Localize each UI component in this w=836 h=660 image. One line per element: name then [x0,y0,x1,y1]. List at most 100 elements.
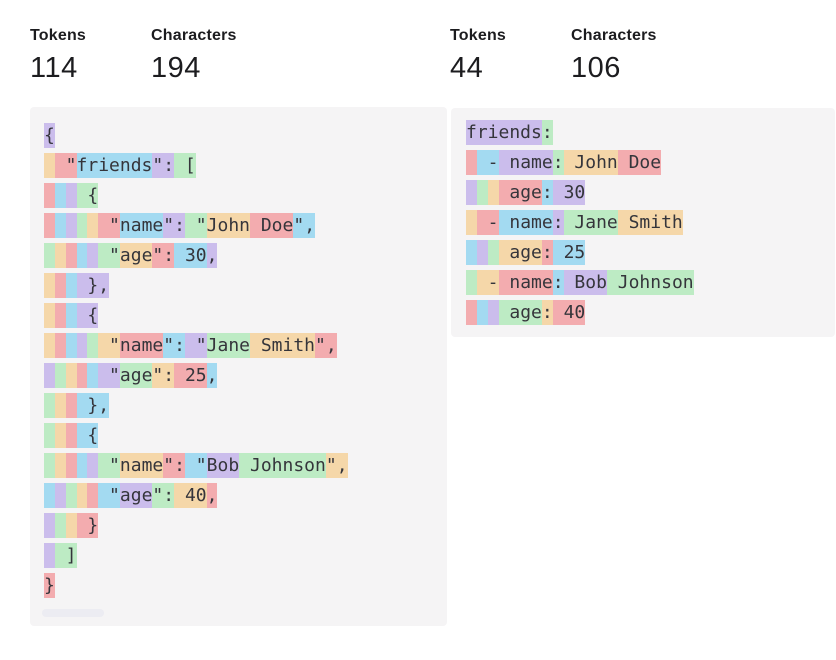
token: name [119,333,164,358]
tokens-label: Tokens [450,27,507,44]
yaml-token-box: friends: - name: John Doe age: 30 - name… [451,108,835,337]
token: name [498,150,553,175]
token: Jane [206,333,250,358]
token: ": [152,243,175,268]
token: " [98,213,120,238]
token: age [119,483,153,508]
yaml-tokens-stat: Tokens 44 [450,27,571,85]
token [65,303,77,328]
token: Smith [250,333,316,358]
token: , [206,483,218,508]
token: John [206,213,250,238]
token [65,183,77,208]
token: " [98,363,120,388]
token: [ [174,153,196,178]
token: { [44,123,55,148]
token [44,363,55,388]
characters-value: 106 [571,52,621,84]
yaml-panel-stats: Tokens 44 Characters 106 [450,27,692,85]
token [44,303,55,328]
token [65,273,77,298]
token [44,213,55,238]
token [54,363,66,388]
token [487,180,499,205]
token [65,363,77,388]
token [54,273,66,298]
token [466,300,477,325]
token: Doe [617,150,662,175]
token [54,333,66,358]
token: " [54,153,77,178]
token [54,513,66,538]
token: " [98,333,120,358]
token [487,240,499,265]
token [65,453,77,478]
token: ", [293,213,316,238]
token: - [476,210,499,235]
json-panel-stats: Tokens 114 Characters 194 [30,27,272,85]
token: " [184,453,207,478]
token [44,333,55,358]
token [65,483,77,508]
tokens-value: 114 [30,52,78,84]
token: name [498,210,553,235]
token [76,243,88,268]
characters-value: 194 [151,52,201,84]
token: 25 [552,240,586,265]
token [44,393,55,418]
token [87,363,99,388]
token [54,393,66,418]
token [65,213,77,238]
token [65,243,77,268]
token: " [98,453,120,478]
token: : [552,210,564,235]
token: 40 [552,300,586,325]
token: Bob [206,453,240,478]
token [44,453,55,478]
token: Smith [617,210,683,235]
token: name [119,213,164,238]
token: Bob [563,270,607,295]
token: name [498,270,553,295]
token: " [184,333,207,358]
token: age [498,240,542,265]
characters-label: Characters [151,27,237,44]
token: - [476,270,499,295]
token [76,483,88,508]
yaml-characters-stat: Characters 106 [571,27,692,85]
token: { [76,183,99,208]
token: }, [76,393,110,418]
token [65,393,77,418]
scrollbar-thumb[interactable] [42,609,104,617]
token: friends [466,120,542,145]
token [87,453,99,478]
token: , [206,243,218,268]
token: } [76,513,99,538]
token [466,180,477,205]
token [54,423,66,448]
token: : [552,150,564,175]
token: 30 [552,180,586,205]
token [466,150,477,175]
token: ": [152,363,175,388]
token [44,273,55,298]
token [76,363,88,388]
token [44,183,55,208]
token: ": [152,153,175,178]
token: " [98,483,120,508]
token: " [98,243,120,268]
token [54,243,66,268]
token: age [119,243,153,268]
token: ", [315,333,337,358]
token: " [184,213,207,238]
token [44,423,55,448]
token: { [76,423,99,448]
token: Johnson [239,453,326,478]
token: }, [76,273,110,298]
token [44,483,55,508]
token [87,213,99,238]
token [476,240,488,265]
token [44,513,55,538]
token: Johnson [606,270,694,295]
token [54,213,66,238]
